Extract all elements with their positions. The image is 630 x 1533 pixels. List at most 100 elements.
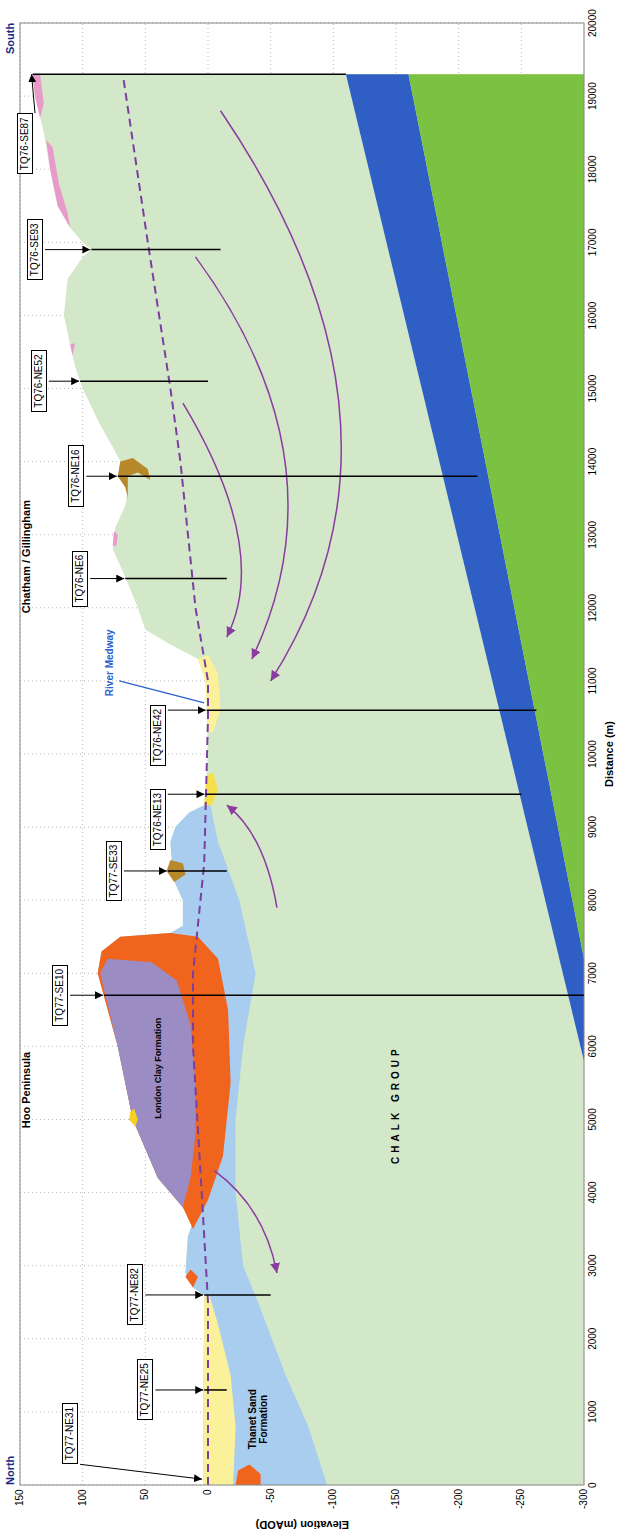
borehole-line xyxy=(205,793,521,795)
flow-arrow xyxy=(195,257,288,659)
tick-label: 4000 xyxy=(587,1181,599,1203)
flow-arrow xyxy=(183,403,241,637)
flow-arrow xyxy=(214,1171,277,1273)
tick-label: 16000 xyxy=(587,302,599,330)
borehole-label: TQ77-NE25 xyxy=(137,1359,153,1420)
borehole-id: TQ77-NE25 xyxy=(139,1363,150,1416)
borehole-id: TQ76-NE13 xyxy=(152,793,163,846)
plot-frame xyxy=(20,23,584,1485)
tick-label: 100 xyxy=(77,1489,89,1506)
pink-deposit xyxy=(33,74,44,118)
tick-label: 12000 xyxy=(587,594,599,622)
borehole-label: TQ76-NE42 xyxy=(150,705,166,766)
river-leader xyxy=(119,681,204,703)
direction-label: South xyxy=(4,23,17,54)
borehole-label: TQ77-NE82 xyxy=(127,1264,143,1325)
tick-label: -300 xyxy=(578,1489,590,1509)
borehole-id: TQ77-SE33 xyxy=(108,845,119,898)
tick-label: 11000 xyxy=(587,667,599,694)
tick-label: 14000 xyxy=(587,448,599,476)
borehole-label: TQ76-NE16 xyxy=(68,445,84,506)
borehole-id: TQ76-SE93 xyxy=(29,223,40,276)
borehole-label: TQ76-SE87 xyxy=(17,113,33,174)
tick-label: 50 xyxy=(139,1489,151,1500)
borehole-id: TQ76-SE87 xyxy=(19,117,30,170)
tick-label: 19000 xyxy=(587,82,599,110)
borehole-line xyxy=(207,709,537,711)
borehole-label: TQ76-NE6 xyxy=(72,551,88,607)
place-label: Chatham / Gillingham xyxy=(20,500,33,613)
borehole-label: TQ77-SE33 xyxy=(106,841,122,902)
tick-label: 17000 xyxy=(587,229,599,257)
alluvium xyxy=(198,655,221,732)
borehole-pointer xyxy=(155,1389,203,1390)
borehole-label: TQ77-SE10 xyxy=(52,965,68,1026)
borehole-pointer xyxy=(168,794,205,795)
tick-label: 2000 xyxy=(587,1328,599,1350)
yellow-deposit xyxy=(129,1109,138,1127)
flow-arrow xyxy=(221,111,342,681)
formation-label: CHALK GROUP xyxy=(390,1045,402,1163)
tick-label: 13000 xyxy=(587,521,599,549)
tick-label: 8000 xyxy=(587,889,599,911)
tick-label: 150 xyxy=(14,1489,26,1506)
tick-label: -250 xyxy=(515,1489,527,1509)
tick-label: 0 xyxy=(587,1482,599,1488)
borehole-pointer xyxy=(32,74,35,113)
borehole-id: TQ77-NE31 xyxy=(64,1407,75,1460)
borehole-line xyxy=(91,249,220,251)
orange-beds xyxy=(236,1465,261,1486)
borehole-line xyxy=(168,870,227,872)
tick-label: -150 xyxy=(390,1489,402,1509)
chalk-group xyxy=(33,74,585,1485)
borehole-label: TQ76-NE52 xyxy=(31,350,47,411)
river-label: River Medway xyxy=(104,629,116,696)
orange-beds xyxy=(185,1269,198,1287)
tick-label: 1000 xyxy=(587,1401,599,1423)
water-table-line xyxy=(123,74,208,1485)
tick-label: -200 xyxy=(453,1489,465,1509)
deepest-formation xyxy=(409,74,585,959)
tick-label: 7000 xyxy=(587,962,599,984)
formation-label: Thanet Sand Formation xyxy=(247,1383,270,1455)
borehole-pointer xyxy=(168,710,206,711)
borehole-pointer xyxy=(49,381,79,382)
deep-formation xyxy=(346,74,584,1061)
borehole-line xyxy=(204,1294,270,1296)
axis-title: Distance (m) xyxy=(603,721,616,787)
borehole-pointer xyxy=(45,249,90,250)
borehole-id: TQ77-SE10 xyxy=(54,969,65,1022)
borehole-id: TQ76-NE42 xyxy=(152,709,163,762)
borehole-label: TQ76-SE93 xyxy=(27,219,43,280)
borehole-line xyxy=(118,475,478,477)
borehole-line xyxy=(104,994,584,996)
borehole-id: TQ77-NE82 xyxy=(129,1268,140,1321)
tick-label: 20000 xyxy=(587,9,599,37)
tick-label: 15000 xyxy=(587,375,599,403)
borehole-pointer xyxy=(80,1464,202,1479)
borehole-id: TQ76-NE16 xyxy=(70,449,81,502)
borehole-pointer xyxy=(145,1294,203,1295)
tick-label: -50 xyxy=(265,1489,277,1503)
flow-arrow xyxy=(227,805,277,907)
pink-deposit xyxy=(70,343,75,355)
borehole-pointer xyxy=(90,578,124,579)
tick-label: 0 xyxy=(202,1489,214,1495)
borehole-pointer xyxy=(70,995,103,996)
head-deposit xyxy=(118,458,151,498)
borehole-line xyxy=(204,1389,227,1391)
pink-deposit xyxy=(113,531,118,546)
tick-label: 3000 xyxy=(587,1254,599,1276)
pink-deposit xyxy=(46,140,70,228)
borehole-label: TQ76-NE13 xyxy=(150,789,166,850)
tick-label: 9000 xyxy=(587,816,599,838)
borehole-line xyxy=(80,380,208,382)
borehole-pointer xyxy=(86,476,116,477)
borehole-id: TQ76-NE6 xyxy=(74,555,85,603)
tick-label: 5000 xyxy=(587,1108,599,1130)
tick-label: -100 xyxy=(327,1489,339,1509)
borehole-label: TQ77-NE31 xyxy=(62,1403,78,1464)
tick-label: 6000 xyxy=(587,1035,599,1057)
